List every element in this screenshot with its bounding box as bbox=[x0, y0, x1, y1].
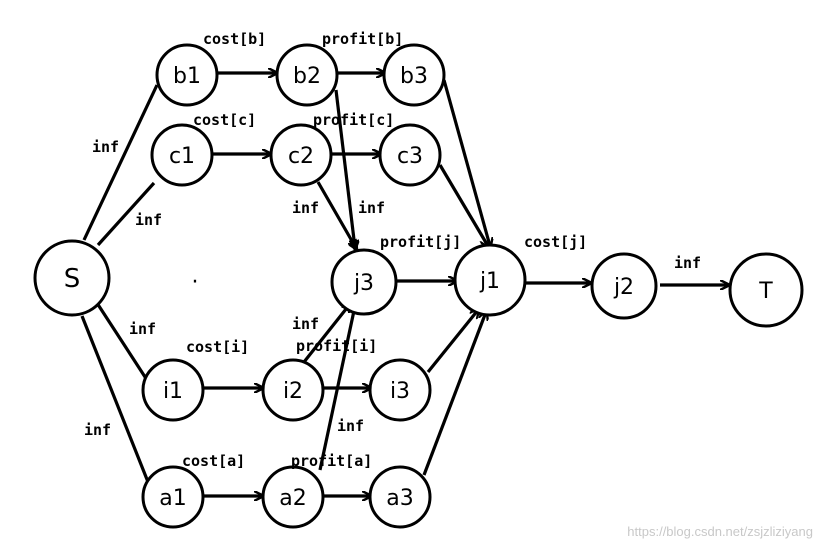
svg-text:S: S bbox=[64, 264, 81, 294]
svg-text:i1: i1 bbox=[163, 379, 183, 404]
node-c2: c2 bbox=[269, 123, 333, 187]
svg-text:a1: a1 bbox=[159, 486, 186, 511]
label-inf-s-b: inf bbox=[92, 138, 119, 156]
svg-text:a2: a2 bbox=[279, 486, 306, 511]
label-cost-a: cost[a] bbox=[182, 452, 245, 470]
label-inf-s-c: inf bbox=[135, 211, 162, 229]
svg-text:c2: c2 bbox=[288, 144, 314, 169]
label-inf-i2-j3: inf bbox=[292, 315, 319, 333]
edge-i3-j1 bbox=[426, 310, 478, 374]
svg-text:c1: c1 bbox=[169, 144, 195, 169]
watermark-text: https://blog.csdn.net/zsjzliziyang bbox=[627, 524, 813, 539]
svg-text:j3: j3 bbox=[353, 271, 374, 296]
node-i1: i1 bbox=[141, 358, 205, 422]
ellipsis-dot: · bbox=[192, 270, 199, 295]
edge-b2-j3 bbox=[334, 89, 355, 248]
node-s: S bbox=[33, 239, 111, 317]
label-profit-a: profit[a] bbox=[291, 452, 372, 470]
node-a2: a2 bbox=[261, 465, 325, 529]
node-a1: a1 bbox=[141, 465, 205, 529]
edge-b3-j1 bbox=[442, 79, 490, 246]
node-c3: c3 bbox=[378, 123, 442, 187]
edge-s-b1 bbox=[82, 84, 159, 241]
label-cost-b: cost[b] bbox=[203, 30, 266, 48]
svg-text:b1: b1 bbox=[173, 64, 201, 89]
svg-text:b3: b3 bbox=[400, 64, 428, 89]
label-cost-c: cost[c] bbox=[193, 111, 256, 129]
label-inf-b2-j3: inf bbox=[358, 199, 385, 217]
edge-i2-j3 bbox=[302, 304, 350, 363]
node-i3: i3 bbox=[368, 358, 432, 422]
node-j1: j1 bbox=[453, 243, 527, 317]
node-c1: c1 bbox=[150, 123, 214, 187]
node-j2: j2 bbox=[590, 252, 658, 320]
svg-text:j1: j1 bbox=[479, 269, 500, 294]
node-b1: b1 bbox=[155, 43, 219, 107]
edge-a3-j1 bbox=[422, 312, 486, 476]
edge-a2-j3 bbox=[318, 306, 355, 471]
node-a3: a3 bbox=[368, 465, 432, 529]
label-profit-j: profit[j] bbox=[380, 233, 461, 251]
label-inf-s-i: inf bbox=[129, 320, 156, 338]
node-b3: b3 bbox=[382, 43, 446, 107]
edge-s-a1 bbox=[80, 315, 152, 488]
edge-s-i1 bbox=[95, 302, 149, 381]
svg-text:j2: j2 bbox=[613, 275, 634, 300]
node-i2: i2 bbox=[261, 358, 325, 422]
label-profit-i: profit[i] bbox=[296, 337, 377, 355]
label-inf-s-a: inf bbox=[84, 421, 111, 439]
label-inf-a2-j3: inf bbox=[337, 417, 364, 435]
label-cost-j: cost[j] bbox=[524, 233, 587, 251]
label-profit-c: profit[c] bbox=[313, 111, 394, 129]
svg-text:a3: a3 bbox=[386, 486, 413, 511]
edge-s-c1 bbox=[96, 181, 156, 247]
svg-text:b2: b2 bbox=[293, 64, 321, 89]
label-inf-c2-j3: inf bbox=[292, 199, 319, 217]
edge-c2-j3 bbox=[316, 181, 356, 248]
node-b2: b2 bbox=[275, 43, 339, 107]
label-profit-b: profit[b] bbox=[322, 30, 403, 48]
edge-c3-j1 bbox=[438, 164, 488, 246]
label-cost-i: cost[i] bbox=[186, 338, 249, 356]
svg-text:c3: c3 bbox=[397, 144, 423, 169]
svg-text:T: T bbox=[758, 279, 773, 304]
svg-text:i3: i3 bbox=[390, 379, 410, 404]
label-inf-j2-t: inf bbox=[674, 254, 701, 272]
node-j3: j3 bbox=[330, 248, 398, 316]
svg-text:i2: i2 bbox=[283, 379, 303, 404]
node-t: T bbox=[728, 252, 804, 328]
